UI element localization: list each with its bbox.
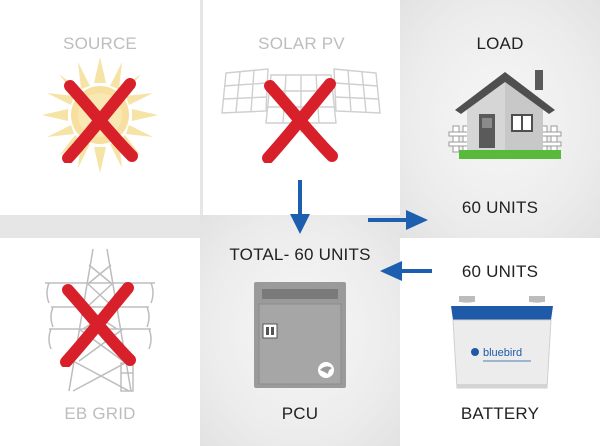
solar-panel-icon: [221, 68, 381, 133]
house-icon: [448, 70, 562, 159]
battery-to-pcu-arrow-icon: [380, 261, 432, 281]
load-label: LOAD: [476, 34, 524, 53]
pcu-total: TOTAL- 60 UNITS: [229, 245, 371, 264]
pcu-label: PCU: [281, 404, 319, 423]
eb-grid-cross-icon: [60, 282, 136, 367]
load-units: 60 UNITS: [461, 198, 539, 217]
pcu-to-load-arrow-icon: [368, 210, 428, 230]
battery-brand: bluebird: [483, 347, 522, 359]
eb-grid-label: EB GRID: [64, 404, 136, 423]
solar-pv-cross-icon: [262, 78, 338, 163]
battery-units: 60 UNITS: [461, 262, 539, 281]
battery-label: BATTERY: [460, 404, 540, 423]
solar-pv-label: SOLAR PV: [258, 34, 345, 53]
pcu-cabinet-icon: [254, 282, 346, 388]
battery-icon: bluebird: [451, 296, 553, 389]
solar-to-pcu-arrow-icon: [290, 180, 310, 234]
source-label: SOURCE: [63, 34, 137, 53]
source-cross-icon: [62, 78, 138, 163]
eb-grid-panel: [0, 238, 200, 446]
